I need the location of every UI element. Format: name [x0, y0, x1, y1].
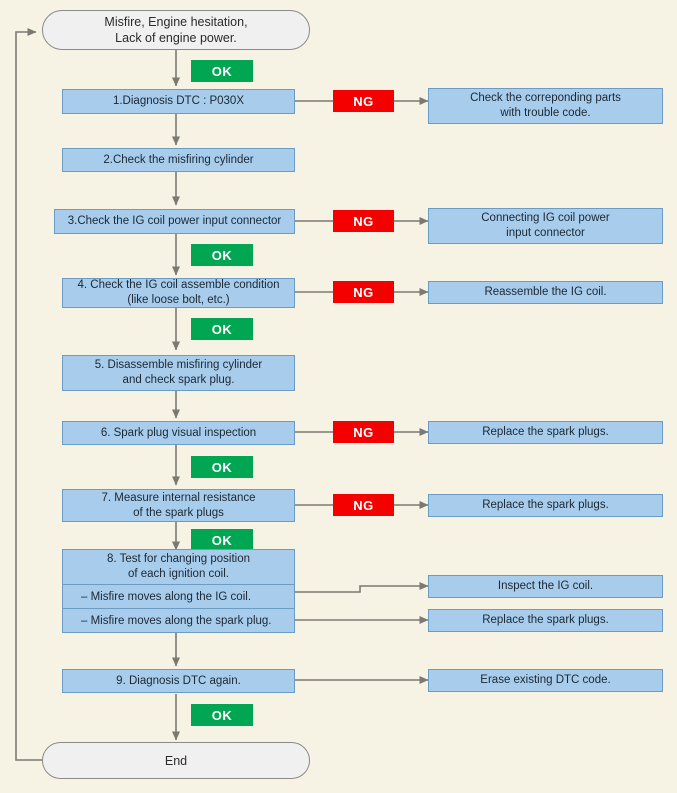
- step-1-box[interactable]: 1.Diagnosis DTC : P030X: [62, 89, 295, 114]
- start-label-line2: Lack of engine power.: [115, 31, 237, 45]
- step-1-ng-result-line1: Check the correponding parts: [470, 92, 621, 105]
- step-6-box[interactable]: 6. Spark plug visual inspection: [62, 421, 295, 445]
- step-2-label: 2.Check the misfiring cylinder: [103, 153, 254, 166]
- ng-tag-2: NG: [333, 210, 394, 232]
- step-2-box[interactable]: 2.Check the misfiring cylinder: [62, 148, 295, 172]
- step-3-ng-result[interactable]: Connecting IG coil power input connector: [428, 208, 663, 244]
- step-3-ng-result-line1: Connecting IG coil power: [481, 212, 610, 225]
- step-8-sub-1[interactable]: – Misfire moves along the IG coil.: [63, 584, 294, 608]
- ng-tag-5: NG: [333, 494, 394, 516]
- step-9-result-label: Erase existing DTC code.: [480, 674, 611, 687]
- ok-tag-5: OK: [191, 529, 253, 551]
- step-4-ng-result[interactable]: Reassemble the IG coil.: [428, 281, 663, 304]
- step-8-sub-1-result[interactable]: Inspect the IG coil.: [428, 575, 663, 598]
- step-8-box[interactable]: 8. Test for changing position of each ig…: [62, 549, 295, 633]
- step-1-ng-result-line2: with trouble code.: [500, 107, 591, 119]
- end-terminal[interactable]: End: [42, 742, 310, 779]
- step-1-label: 1.Diagnosis DTC : P030X: [112, 95, 245, 108]
- step-4-ng-result-label: Reassemble the IG coil.: [484, 286, 607, 299]
- step-8-sub-2[interactable]: – Misfire moves along the spark plug.: [63, 608, 294, 632]
- step-5-label-line2: and check spark plug.: [122, 374, 235, 386]
- step-7-box[interactable]: 7. Measure internal resistance of the sp…: [62, 489, 295, 522]
- ok-tag-4: OK: [191, 456, 253, 478]
- step-6-label: 6. Spark plug visual inspection: [100, 426, 257, 439]
- step-6-ng-result[interactable]: Replace the spark plugs.: [428, 421, 663, 444]
- ok-tag-2: OK: [191, 244, 253, 266]
- step-3-ng-result-line2: input connector: [506, 227, 585, 239]
- step-8-head: 8. Test for changing position of each ig…: [63, 550, 294, 584]
- step-5-box[interactable]: 5. Disassemble misfiring cylinder and ch…: [62, 355, 295, 391]
- step-8-head-line1: 8. Test for changing position: [107, 553, 250, 566]
- step-4-label-line1: 4. Check the IG coil assemble condition: [77, 279, 280, 292]
- step-5-label-line1: 5. Disassemble misfiring cylinder: [94, 359, 263, 372]
- step-8-sub-2-result-label: Replace the spark plugs.: [482, 614, 609, 627]
- step-3-label: 3.Check the IG coil power input connecto…: [67, 215, 282, 228]
- ok-tag-1: OK: [191, 60, 253, 82]
- step-8-sub-1-result-label: Inspect the IG coil.: [497, 580, 594, 593]
- step-8-head-line2: of each ignition coil.: [127, 568, 229, 580]
- step-9-result[interactable]: Erase existing DTC code.: [428, 669, 663, 692]
- step-3-box[interactable]: 3.Check the IG coil power input connecto…: [54, 209, 295, 234]
- ok-tag-6: OK: [191, 704, 253, 726]
- start-terminal[interactable]: Misfire, Engine hesitation, Lack of engi…: [42, 10, 310, 50]
- step-9-label: 9. Diagnosis DTC again.: [116, 674, 241, 687]
- step-4-label-line2: (like loose bolt, etc.): [127, 294, 230, 306]
- step-6-ng-result-label: Replace the spark plugs.: [482, 426, 609, 439]
- step-7-label-line2: of the spark plugs: [133, 506, 224, 519]
- step-7-ng-result-label: Replace the spark plugs.: [482, 499, 609, 512]
- step-7-ng-result[interactable]: Replace the spark plugs.: [428, 494, 663, 517]
- step-1-ng-result[interactable]: Check the correponding parts with troubl…: [428, 88, 663, 124]
- ng-tag-1: NG: [333, 90, 394, 112]
- step-8-sub-2-result[interactable]: Replace the spark plugs.: [428, 609, 663, 632]
- step-7-label-line1: 7. Measure internal resistance: [101, 491, 256, 504]
- step-9-box[interactable]: 9. Diagnosis DTC again.: [62, 669, 295, 693]
- start-label-line1: Misfire, Engine hesitation,: [104, 15, 248, 29]
- end-label: End: [164, 753, 188, 768]
- step-4-box[interactable]: 4. Check the IG coil assemble condition …: [62, 278, 295, 308]
- ng-tag-4: NG: [333, 421, 394, 443]
- ok-tag-3: OK: [191, 318, 253, 340]
- ng-tag-3: NG: [333, 281, 394, 303]
